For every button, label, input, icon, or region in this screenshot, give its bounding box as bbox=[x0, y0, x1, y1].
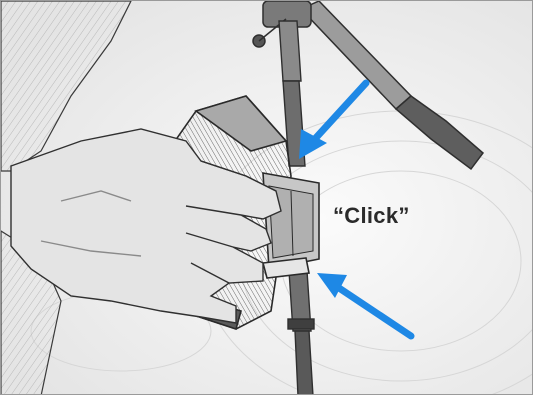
click-callout-label: “Click” bbox=[333, 203, 410, 229]
